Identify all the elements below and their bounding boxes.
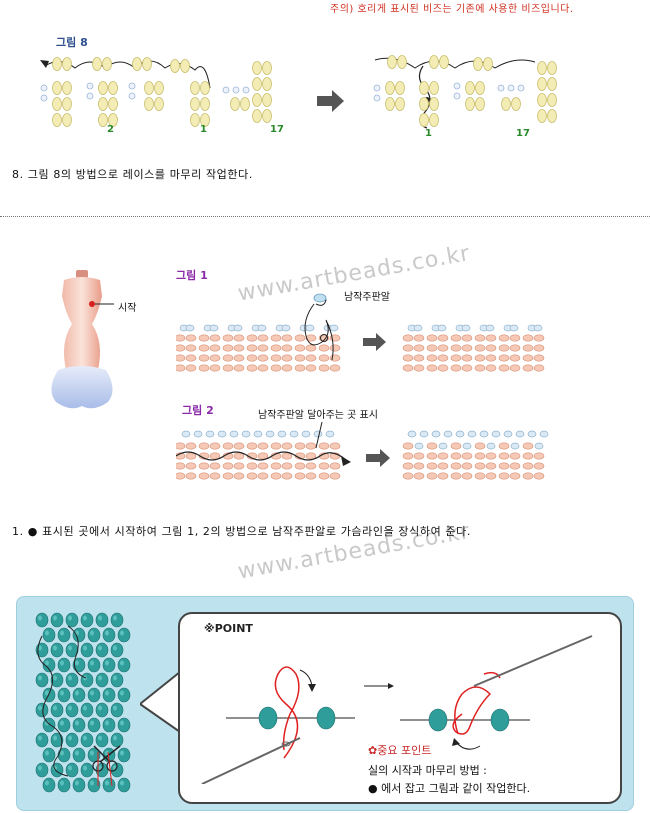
teal-bead bbox=[102, 717, 116, 733]
step8-text: 8. 그림 8의 방법으로 레이스를 마무리 작업한다. bbox=[12, 168, 253, 181]
teal-bead bbox=[57, 627, 71, 643]
mannequin-illustration bbox=[51, 270, 114, 409]
fig2-callout: 남작주판알 달아주는 곳 표시 bbox=[258, 410, 378, 421]
teal-bead bbox=[35, 732, 49, 748]
teal-bead bbox=[50, 642, 64, 658]
teal-bead bbox=[102, 687, 116, 703]
teal-bead bbox=[80, 672, 94, 688]
teal-bead bbox=[87, 657, 101, 673]
teal-bead bbox=[42, 717, 56, 733]
teal-bead bbox=[80, 732, 94, 748]
point-bubble bbox=[178, 612, 622, 804]
fig2-label: 그림 2 bbox=[182, 404, 214, 417]
teal-bead bbox=[110, 642, 124, 658]
teal-bead bbox=[42, 747, 56, 763]
teal-bead bbox=[87, 717, 101, 733]
section-divider bbox=[0, 216, 650, 217]
teal-bead bbox=[50, 702, 64, 718]
teal-bead bbox=[110, 672, 124, 688]
teal-bead bbox=[102, 777, 116, 793]
teal-bead bbox=[102, 657, 116, 673]
teal-bead bbox=[50, 762, 64, 778]
teal-bead bbox=[117, 777, 131, 793]
fig8-label: 그림 8 bbox=[56, 36, 88, 49]
teal-bead bbox=[87, 687, 101, 703]
flower-icon: ✿ bbox=[368, 744, 378, 757]
teal-bead bbox=[72, 717, 86, 733]
teal-bead bbox=[42, 627, 56, 643]
fig1-diagram bbox=[176, 293, 545, 372]
start-label: 시작 bbox=[118, 303, 137, 314]
teal-bead bbox=[35, 612, 49, 628]
teal-bead bbox=[117, 657, 131, 673]
fig1-callout: 남작주판알 bbox=[344, 292, 390, 303]
fig8-right-number-17: 17 bbox=[516, 128, 530, 139]
point-line1: 실의 시작과 마무리 방법 : bbox=[368, 764, 487, 777]
teal-bead bbox=[65, 702, 79, 718]
teal-bead bbox=[42, 777, 56, 793]
teal-bead bbox=[95, 642, 109, 658]
fig8-right-number-1: 1 bbox=[425, 128, 432, 139]
teal-bead bbox=[72, 687, 86, 703]
fig2-diagram bbox=[176, 421, 549, 480]
teal-bead bbox=[87, 627, 101, 643]
teal-bead bbox=[110, 612, 124, 628]
teal-bead bbox=[57, 657, 71, 673]
teal-bead-grid bbox=[35, 612, 131, 793]
teal-bead bbox=[65, 762, 79, 778]
teal-bead bbox=[80, 642, 94, 658]
teal-bead bbox=[72, 747, 86, 763]
teal-bead bbox=[65, 672, 79, 688]
important-title: 중요 포인트 bbox=[377, 744, 432, 757]
teal-bead bbox=[57, 717, 71, 733]
teal-bead bbox=[102, 627, 116, 643]
important-title-row: ✿중요 포인트 bbox=[368, 742, 431, 758]
teal-bead bbox=[110, 702, 124, 718]
teal-bead bbox=[35, 762, 49, 778]
teal-bead bbox=[117, 747, 131, 763]
fig8-number-1: 1 bbox=[200, 124, 207, 135]
teal-bead bbox=[35, 672, 49, 688]
fig8-number-2: 2 bbox=[107, 124, 114, 135]
teal-bead bbox=[95, 702, 109, 718]
teal-bead bbox=[57, 687, 71, 703]
teal-bead bbox=[80, 762, 94, 778]
teal-bead bbox=[110, 732, 124, 748]
step1-text: 1. ● 표시된 곳에서 시작하여 그림 1, 2의 방법으로 남작주판알로 가… bbox=[12, 525, 471, 538]
fig8-number-17: 17 bbox=[270, 124, 284, 135]
teal-bead bbox=[95, 612, 109, 628]
teal-bead bbox=[57, 777, 71, 793]
teal-bead bbox=[35, 702, 49, 718]
top-note: 주의) 호리게 표시된 비즈는 기존에 사용한 비즈입니다. bbox=[330, 4, 574, 15]
teal-bead bbox=[65, 732, 79, 748]
teal-bead bbox=[80, 702, 94, 718]
point-line2: ● 에서 잡고 그림과 같이 작업한다. bbox=[368, 782, 531, 795]
bubble-tail bbox=[140, 672, 182, 734]
teal-bead bbox=[65, 612, 79, 628]
teal-bead bbox=[72, 777, 86, 793]
teal-bead bbox=[57, 747, 71, 763]
fig8-diagram bbox=[40, 55, 557, 129]
teal-bead bbox=[117, 717, 131, 733]
fig1-label: 그림 1 bbox=[176, 269, 208, 282]
teal-bead bbox=[80, 612, 94, 628]
teal-bead bbox=[50, 612, 64, 628]
teal-bead bbox=[117, 627, 131, 643]
point-title: ※POINT bbox=[204, 622, 253, 635]
teal-bead bbox=[95, 672, 109, 688]
teal-bead bbox=[72, 627, 86, 643]
point-diagram bbox=[201, 635, 593, 784]
teal-bead bbox=[95, 732, 109, 748]
teal-bead bbox=[117, 687, 131, 703]
